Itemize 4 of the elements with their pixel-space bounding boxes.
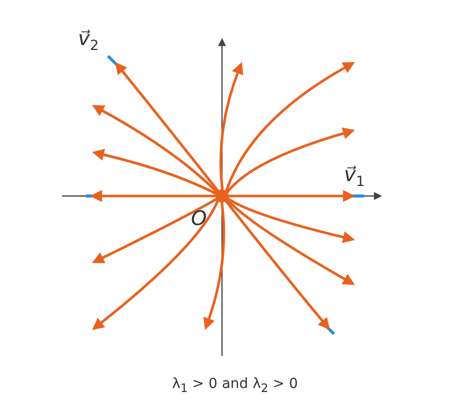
caption: λ$_{1}$ > 0 and λ$_{2}$ > 0: [171, 376, 299, 395]
vector-label: v⃗$_{2}$: [78, 28, 99, 53]
origin-label: O: [191, 208, 207, 228]
vector-label: v⃗$_{1}$: [344, 164, 365, 189]
